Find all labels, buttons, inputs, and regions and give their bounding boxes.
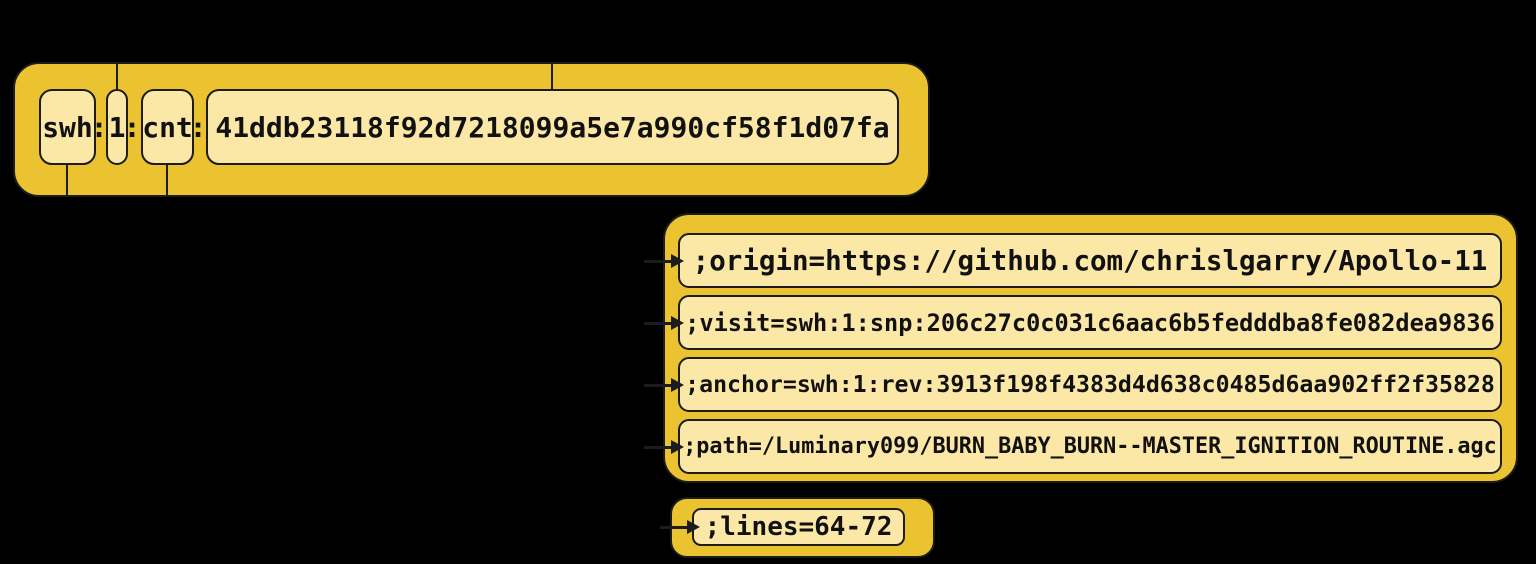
arrow-head xyxy=(687,520,700,534)
qualifier-row-visit: ;visit=swh:1:snp:206c27c0c031c6aac6b5fed… xyxy=(678,295,1502,350)
qualifier-row-origin: ;origin=https://github.com/chrislgarry/A… xyxy=(678,233,1502,288)
arrow-right-icon xyxy=(660,520,700,534)
arrow-shaft xyxy=(644,445,671,449)
arrow-shaft xyxy=(660,525,687,529)
connector-line-object-type xyxy=(166,162,168,195)
arrow-right-icon xyxy=(644,378,684,392)
connector-line-version xyxy=(116,64,118,92)
swhid-core-box: swh : 1 : cnt : 41ddb23118f92d7218099a5e… xyxy=(13,62,930,197)
arrow-shaft xyxy=(644,383,671,387)
arrow-shaft xyxy=(644,259,671,263)
arrow-right-icon xyxy=(644,254,684,268)
arrow-head xyxy=(671,316,684,330)
arrow-head xyxy=(671,254,684,268)
version-token: 1 xyxy=(106,89,128,165)
connector-line-scheme xyxy=(66,162,68,195)
separator-colon: : xyxy=(123,110,141,144)
object-type-token: cnt xyxy=(141,89,194,165)
lines-qualifier-box: ;lines=64-72 xyxy=(670,497,935,558)
arrow-right-icon xyxy=(644,440,684,454)
qualifier-row-path: ;path=/Luminary099/BURN_BABY_BURN--MASTE… xyxy=(678,419,1502,474)
lines-token: ;lines=64-72 xyxy=(692,508,905,546)
qualifier-row-anchor: ;anchor=swh:1:rev:3913f198f4383d4d638c04… xyxy=(678,357,1502,412)
separator-colon: : xyxy=(189,110,207,144)
arrow-shaft xyxy=(644,321,671,325)
arrow-head xyxy=(671,440,684,454)
arrow-right-icon xyxy=(644,316,684,330)
scheme-token: swh xyxy=(39,89,96,165)
connector-line-object-id xyxy=(551,64,553,92)
qualifiers-box: ;origin=https://github.com/chrislgarry/A… xyxy=(663,213,1518,483)
separator-colon: : xyxy=(90,110,108,144)
object-id-token: 41ddb23118f92d7218099a5e7a990cf58f1d07fa xyxy=(206,89,899,165)
arrow-head xyxy=(671,378,684,392)
